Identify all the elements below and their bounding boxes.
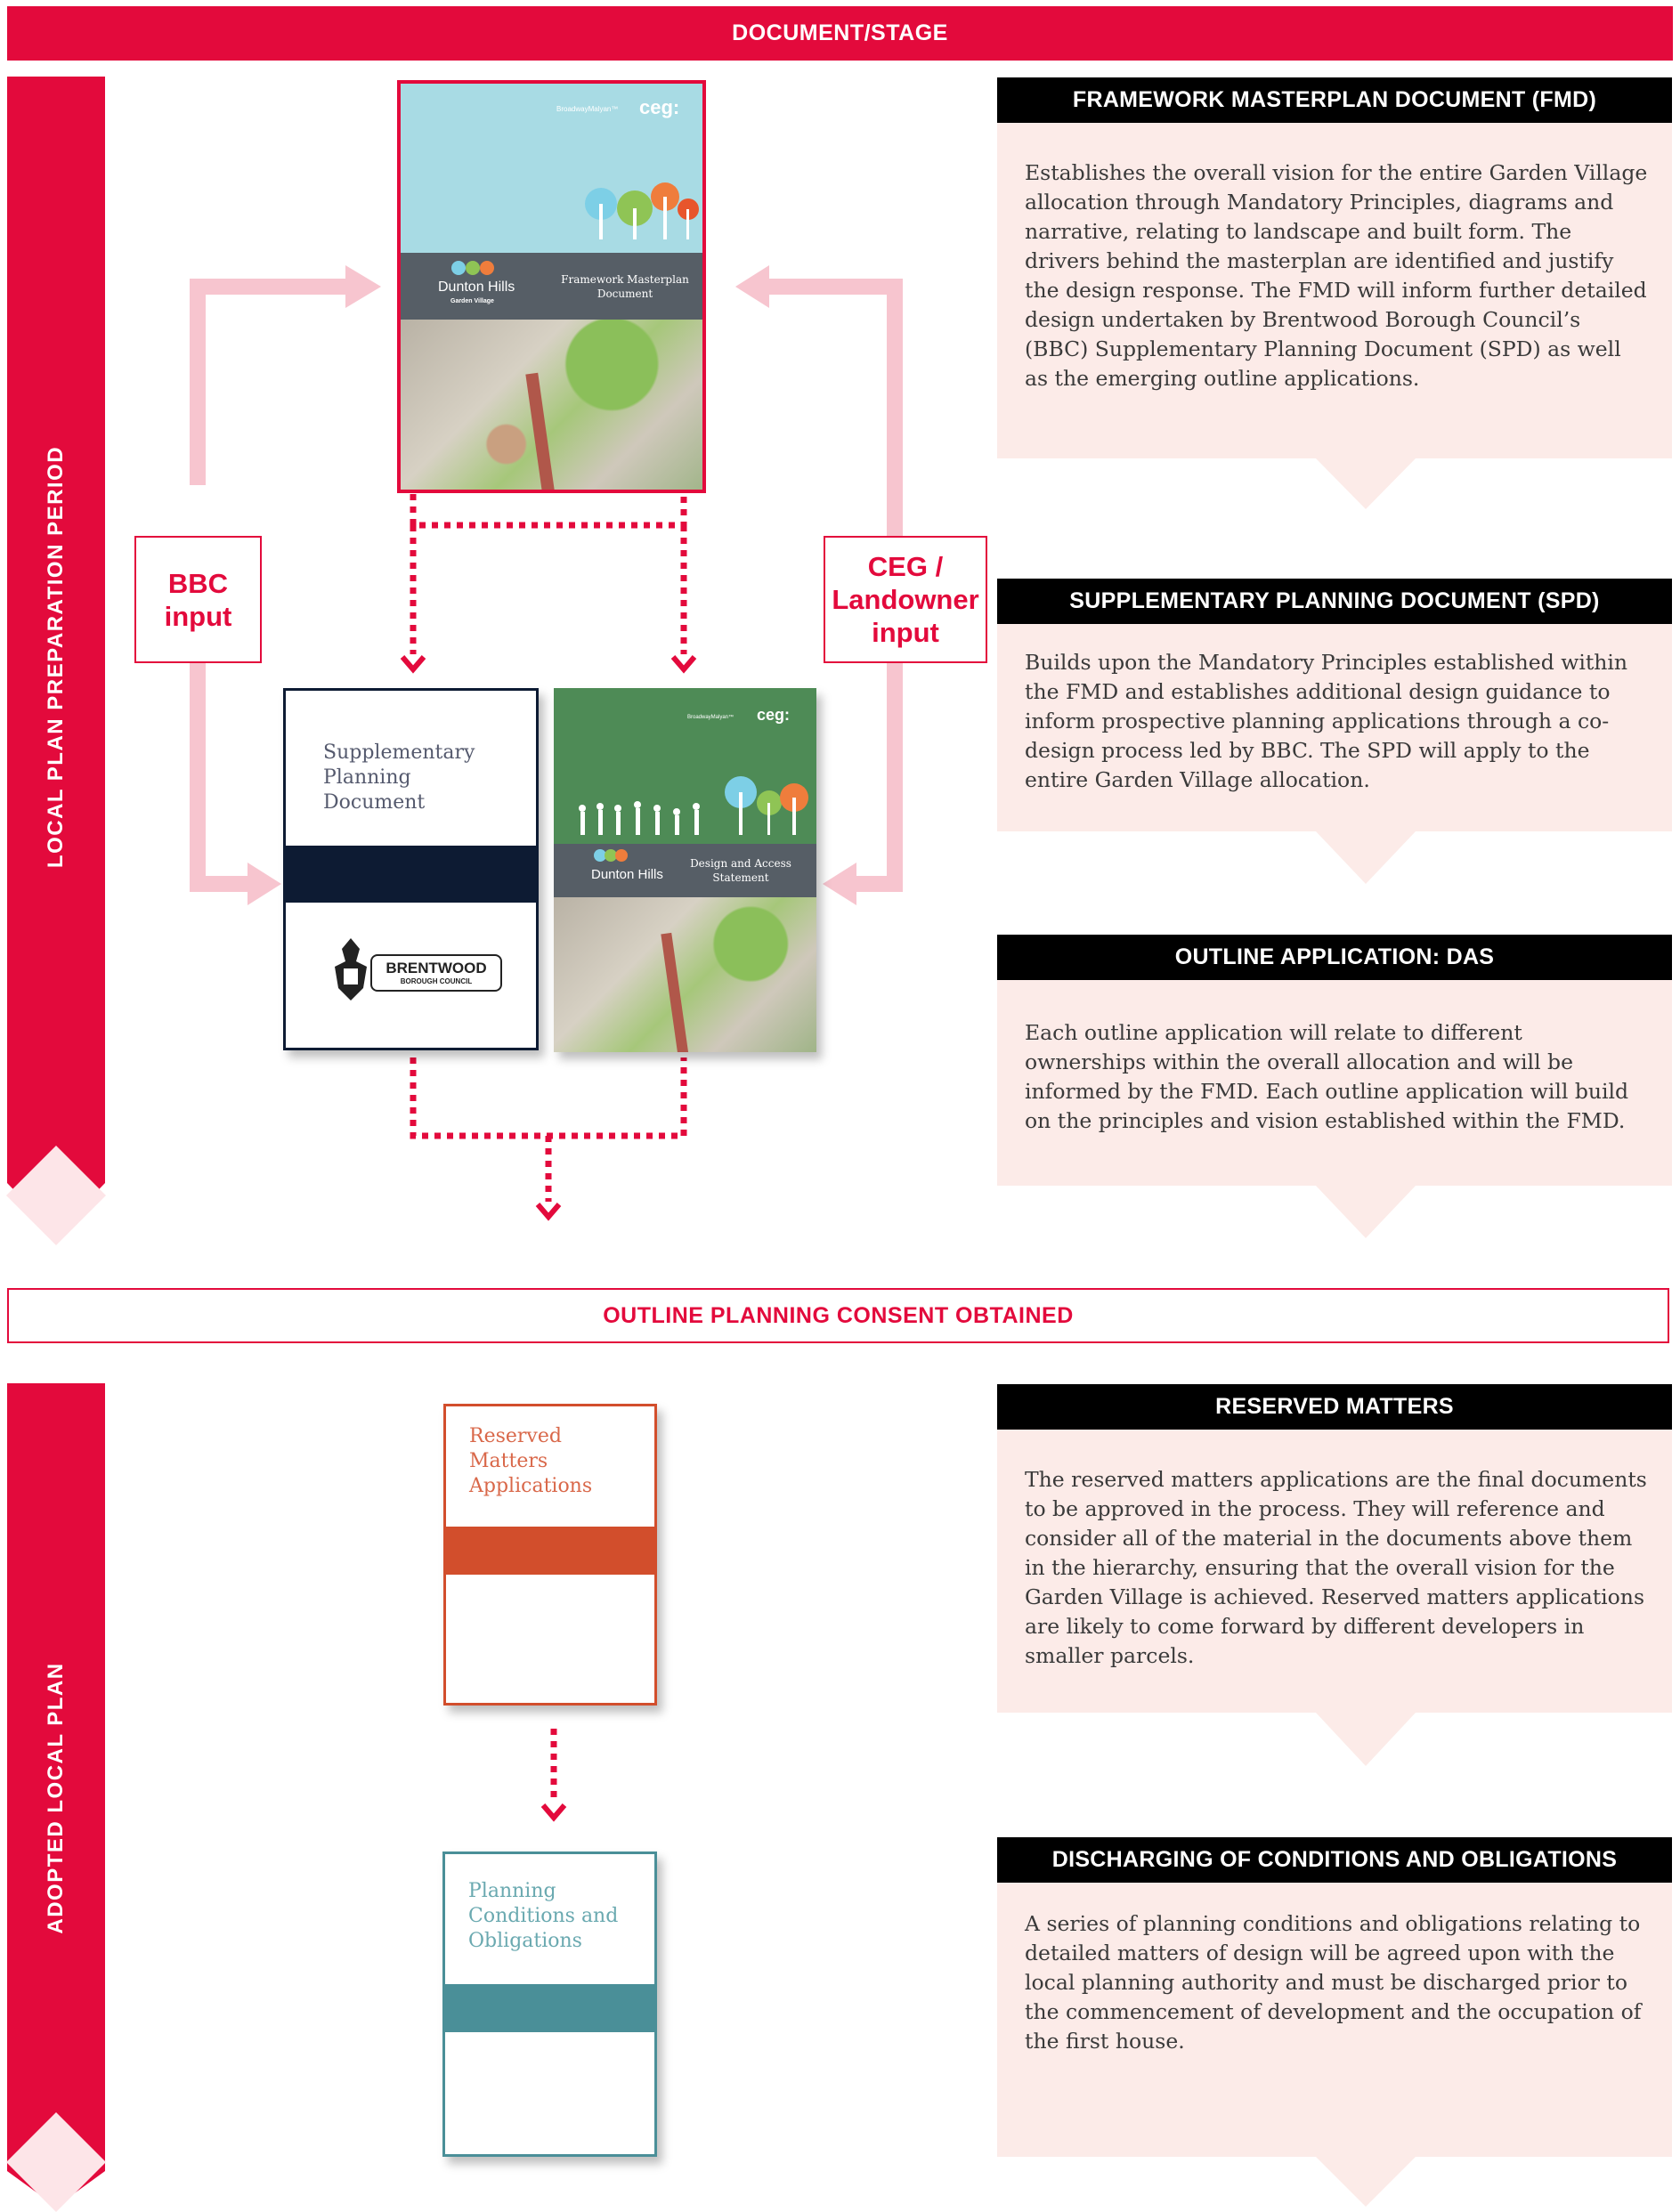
panel-heading-reserved-matters: RESERVED MATTERS: [997, 1384, 1672, 1430]
fmd-brand-logo: ceg:: [639, 96, 680, 118]
bbc-input-arrow-top: [190, 279, 347, 485]
document-stage-header: DOCUMENT/STAGE: [7, 6, 1673, 61]
fmd-cover-sky: BroadwayMalyan™ ceg:: [401, 84, 702, 253]
fmd-trees-graphic: [585, 182, 699, 239]
ceg-input-arrow-top: [767, 279, 903, 539]
panel-heading-discharging: DISCHARGING OF CONDITIONS AND OBLIGATION…: [997, 1837, 1672, 1883]
ceg-arrowhead-bottom: [823, 863, 856, 905]
header-title: DOCUMENT/STAGE: [732, 20, 948, 45]
ceg-arrowhead-top: [735, 265, 769, 308]
sidebar-local-plan-preparation: [7, 77, 105, 1234]
panel-text-das: Each outline application will relate to …: [1025, 1020, 1629, 1133]
fmd-brand-small: BroadwayMalyan™: [556, 105, 619, 113]
panel-text-reserved-matters: The reserved matters applications are th…: [1025, 1467, 1647, 1668]
spd-document-cover: Supplementary Planning Document BRENTWOO…: [283, 688, 539, 1050]
panel-text-spd: Builds upon the Mandatory Principles est…: [1025, 650, 1628, 792]
bbc-arrowhead-bottom: [248, 863, 281, 905]
brentwood-council-logo: BRENTWOOD BOROUGH COUNCIL: [328, 938, 502, 1004]
pco-document-cover: Planning Conditions and Obligations: [442, 1851, 657, 2157]
das-cover-green: BroadwayMalyan™ ceg:: [554, 688, 816, 844]
brentwood-council-sub: BOROUGH COUNCIL: [400, 977, 473, 985]
ceg-input-arrow-bottom: [855, 663, 903, 892]
das-cover-band: Dunton Hills Design and Access Statement: [554, 844, 816, 897]
brentwood-council-name: BRENTWOOD: [386, 960, 487, 976]
brentwood-logo-box: BRENTWOOD BOROUGH COUNCIL: [370, 954, 502, 992]
arrowhead-consent: [535, 1203, 562, 1221]
fmd-split-connector: [410, 494, 687, 529]
arrowhead-das: [670, 655, 697, 674]
consent-label: OUTLINE PLANNING CONSENT OBTAINED: [603, 1302, 1074, 1328]
fmd-document-cover: BroadwayMalyan™ ceg: Dunton Hills Garden…: [397, 80, 706, 493]
panel-body-reserved-matters: The reserved matters applications are th…: [997, 1430, 1672, 1766]
panel-heading-das: OUTLINE APPLICATION: DAS: [997, 935, 1672, 980]
fmd-village-name: Dunton Hills: [438, 280, 515, 295]
panel-heading-fmd: FRAMEWORK MASTERPLAN DOCUMENT (FMD): [997, 77, 1672, 123]
rma-orange-band: [446, 1527, 654, 1575]
bbc-arrowhead-top: [345, 265, 381, 308]
bbc-input-label: BBC input: [164, 567, 232, 632]
das-mini-trees-icon: [594, 849, 628, 862]
das-people-trees-graphic: [579, 776, 808, 835]
das-document-cover: BroadwayMalyan™ ceg: Dunton Hills Design…: [554, 688, 816, 1052]
spd-navy-band: [286, 846, 536, 903]
panel-text-fmd: Establishes the overall vision for the e…: [1025, 160, 1648, 391]
das-brand-small: BroadwayMalyan™: [687, 715, 734, 720]
das-brand-logo: ceg:: [757, 706, 791, 724]
sidebar-adopted-local-plan: [7, 1383, 105, 2207]
fmd-cover-road: [525, 372, 556, 490]
das-cover-road: [661, 932, 689, 1052]
arrowhead-pco: [540, 1803, 567, 1822]
bbc-input-box: BBC input: [134, 536, 262, 663]
panel-text-discharging: A series of planning conditions and obli…: [1025, 1911, 1642, 2054]
ceg-input-label: CEG / Landowner input: [832, 551, 979, 648]
das-title: Design and Access Statement: [690, 857, 791, 884]
bbc-input-arrow-bottom: [190, 663, 249, 892]
fmd-title: Framework Masterplan Document: [561, 273, 689, 300]
panel-body-fmd: Establishes the overall vision for the e…: [997, 123, 1672, 509]
fmd-cover-band: Dunton Hills Garden Village Framework Ma…: [401, 253, 702, 320]
fmd-village-sub: Garden Village: [450, 298, 494, 304]
rma-title: Reserved Matters Applications: [469, 1425, 593, 1497]
panel-heading-spd: SUPPLEMENTARY PLANNING DOCUMENT (SPD): [997, 579, 1672, 624]
das-cover-masterplan-image: [554, 897, 816, 1052]
panel-body-discharging: A series of planning conditions and obli…: [997, 1883, 1672, 2207]
pco-title: Planning Conditions and Obligations: [468, 1880, 619, 1952]
das-village-name: Dunton Hills: [591, 867, 663, 882]
fmd-cover-masterplan-image: [401, 320, 702, 490]
outline-planning-consent-bar: OUTLINE PLANNING CONSENT OBTAINED: [7, 1288, 1669, 1343]
fmd-mini-trees-icon: [451, 261, 494, 275]
spd-das-merge-connector: [410, 1057, 687, 1139]
rma-document-cover: Reserved Matters Applications: [443, 1404, 657, 1706]
pco-teal-band: [445, 1984, 654, 2032]
arrowhead-spd: [400, 655, 426, 674]
spd-title: Supplementary Planning Document: [323, 741, 475, 814]
brentwood-crest-icon: [335, 938, 367, 1001]
ceg-landowner-input-box: CEG / Landowner input: [824, 536, 987, 663]
